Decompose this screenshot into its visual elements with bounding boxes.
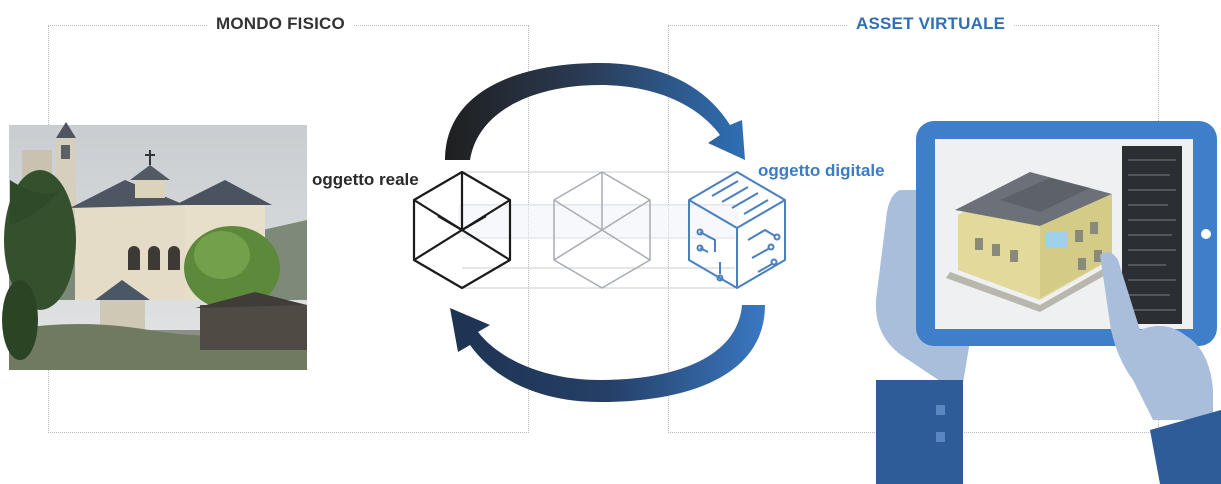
top-arrow (445, 63, 745, 160)
connector-band (458, 205, 739, 239)
bottom-arrow (450, 305, 765, 402)
real-object-label: oggetto reale (312, 170, 419, 189)
tablet-with-building-model (875, 121, 1221, 484)
church-photo (2, 122, 307, 370)
virtual-asset-title: ASSET VIRTUALE (848, 14, 1014, 34)
wireframe-cube-faded-icon (553, 171, 651, 289)
digital-object-label: oggetto digitale (758, 161, 885, 180)
physical-world-title: MONDO FISICO (208, 14, 353, 34)
circuit-cube-icon (688, 171, 786, 289)
cycle-arrows (445, 63, 765, 402)
wireframe-cube-icon (412, 170, 512, 290)
